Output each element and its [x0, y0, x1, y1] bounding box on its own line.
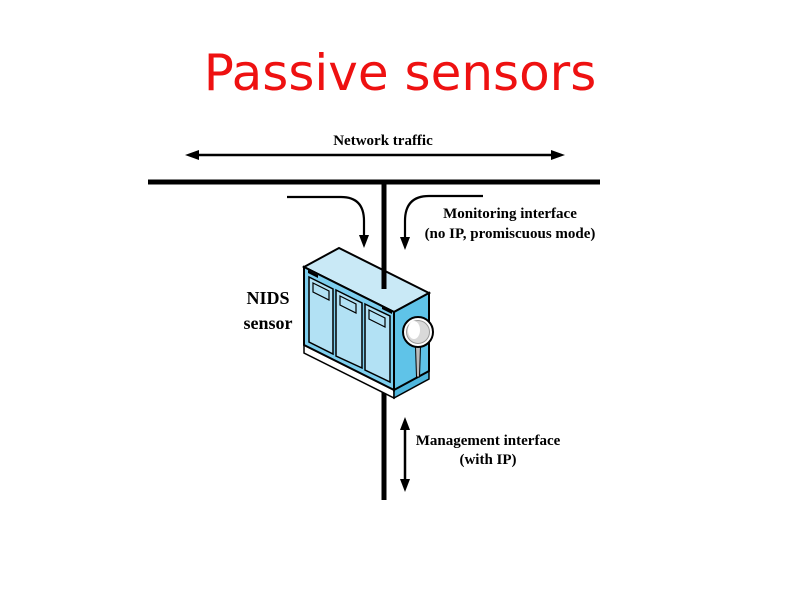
network-traffic-arrow — [185, 150, 565, 160]
box-label-mark — [382, 306, 392, 314]
magnifier-icon — [402, 316, 434, 378]
nids-sensor-label: NIDS sensor — [208, 286, 328, 336]
magnifier-highlight — [408, 321, 420, 339]
management-arrow — [400, 417, 410, 492]
nids-sensor-box — [301, 246, 434, 400]
monitoring-interface-label-line1: Monitoring interface — [443, 206, 577, 222]
nids-sensor-label-line1: NIDS — [246, 288, 290, 308]
monitoring-curved-arrow-right — [400, 194, 483, 250]
monitoring-interface-label: Monitoring interface (no IP, promiscuous… — [410, 204, 610, 244]
box-door-window — [312, 282, 330, 301]
box-door-window — [339, 295, 357, 314]
slide-title: Passive sensors — [203, 44, 597, 102]
monitoring-curved-arrow-left — [287, 195, 369, 248]
management-interface-label-line1: Management interface — [415, 433, 561, 449]
nids-sensor-label-line2: sensor — [243, 313, 293, 333]
monitoring-interface-label-line2: (no IP, promiscuous mode) — [424, 226, 596, 242]
network-traffic-label: Network traffic — [333, 133, 433, 149]
management-interface-label-line2: (with IP) — [459, 452, 517, 468]
box-door-window — [368, 309, 386, 328]
box-label-mark — [308, 270, 318, 278]
management-interface-label: Management interface (with IP) — [388, 432, 588, 470]
magnifier-handle — [414, 345, 422, 378]
